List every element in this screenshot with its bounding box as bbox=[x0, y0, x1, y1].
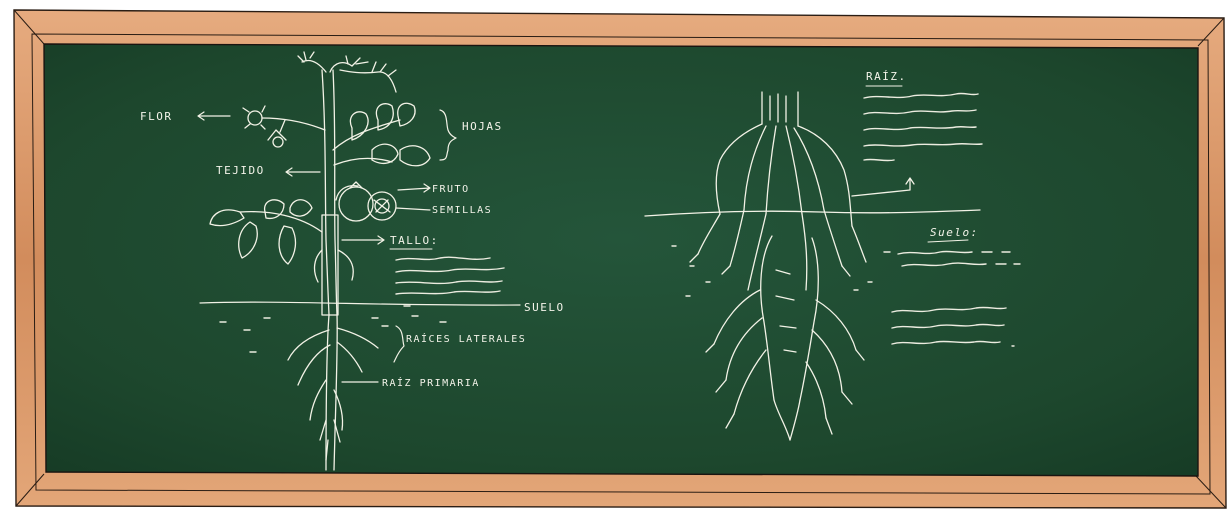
suelo-heading: Suelo: bbox=[930, 226, 979, 239]
raiz-heading: RAÍZ. bbox=[866, 70, 907, 83]
tallo-label: TALLO: bbox=[390, 234, 439, 247]
flor-label: FLOR bbox=[140, 110, 173, 123]
hojas-label: HOJAS bbox=[462, 120, 503, 133]
tejido-label: TEJIDO bbox=[216, 164, 265, 177]
raiz-primaria-label: RAÍZ PRIMARIA bbox=[382, 376, 480, 389]
fruto-label: FRUTO bbox=[432, 184, 470, 195]
suelo-label: SUELO bbox=[524, 301, 565, 314]
raices-laterales-label: RAÍCES LATERALES bbox=[406, 332, 526, 345]
chalkboard-surface bbox=[44, 44, 1198, 476]
semillas-label: SEMILLAS bbox=[432, 205, 492, 216]
